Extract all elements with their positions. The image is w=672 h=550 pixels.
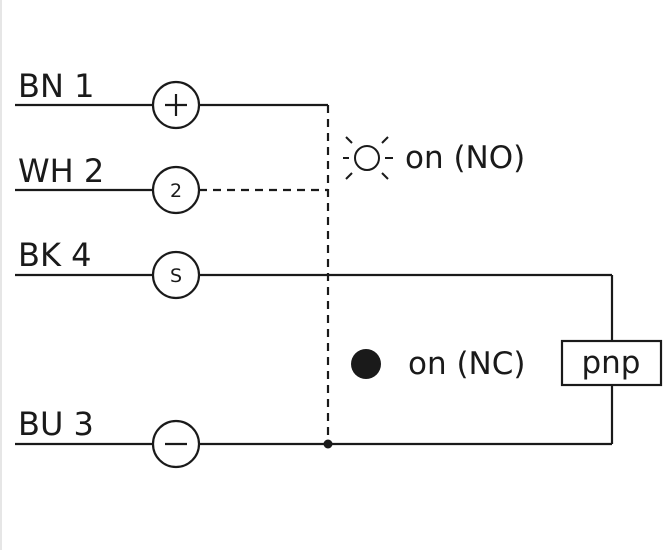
plus-icon xyxy=(165,94,187,116)
led-no-label: on (NO) xyxy=(405,140,525,176)
wire-bn: BN 1 xyxy=(15,67,328,130)
junction-dot xyxy=(323,439,333,449)
wire-wh-label: WH 2 xyxy=(18,152,104,190)
output-pnp-label: pnp xyxy=(581,345,640,381)
led-nc-label: on (NC) xyxy=(408,346,526,382)
wire-bu: BU 3 xyxy=(15,385,614,469)
led-on-icon xyxy=(351,349,381,379)
terminal-s-label: S xyxy=(170,265,182,287)
wire-wh: WH 2 2 xyxy=(15,152,328,215)
output-pnp-box: pnp xyxy=(560,339,663,387)
wire-bn-label: BN 1 xyxy=(18,67,94,105)
wire-bk: BK 4 S xyxy=(15,236,614,341)
wire-bu-label: BU 3 xyxy=(18,405,94,443)
led-off-icon xyxy=(343,136,393,180)
wire-bk-label: BK 4 xyxy=(18,236,91,274)
terminal-2-label: 2 xyxy=(170,180,182,202)
